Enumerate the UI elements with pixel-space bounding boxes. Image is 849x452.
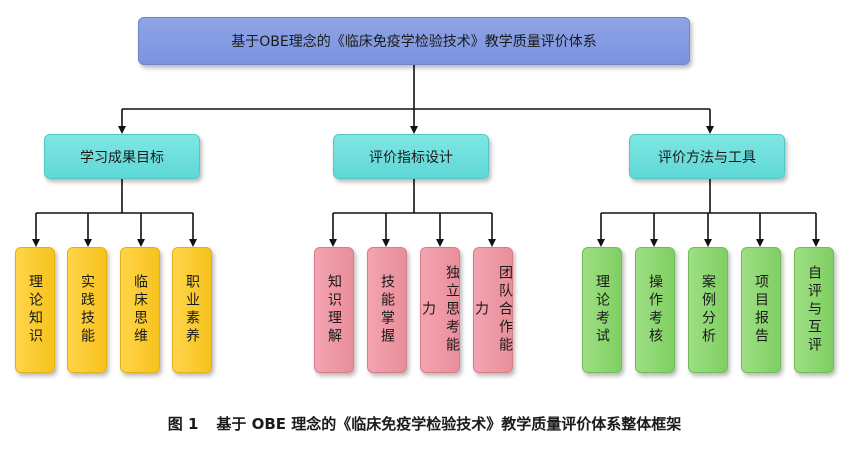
leaf-skill-mastery: 技能掌握 [367,247,407,373]
leaf-practical-skills: 实践技能 [67,247,107,373]
figure-caption-text: 基于 OBE 理念的《临床免疫学检验技术》教学质量评价体系整体框架 [216,414,682,433]
leaf-teamwork: 团队合作能力 [473,247,513,373]
figure-number: 图 1 [167,414,199,433]
leaf-operation-exam: 操作考核 [635,247,675,373]
category-indicator-design: 评价指标设计 [333,134,489,179]
leaf-knowledge-understanding: 知识理解 [314,247,354,373]
category-methods-tools: 评价方法与工具 [629,134,785,179]
category-learning-outcomes: 学习成果目标 [44,134,200,179]
root-node: 基于OBE理念的《临床免疫学检验技术》教学质量评价体系 [138,17,690,65]
figure-caption: 图 1 基于 OBE 理念的《临床免疫学检验技术》教学质量评价体系整体框架 [0,408,849,438]
leaf-project-report: 项目报告 [741,247,781,373]
leaf-professionalism: 职业素养 [172,247,212,373]
leaf-theory-knowledge: 理论知识 [15,247,55,373]
leaf-clinical-thinking: 临床思维 [120,247,160,373]
leaf-theory-exam: 理论考试 [582,247,622,373]
leaf-case-analysis: 案例分析 [688,247,728,373]
leaf-independent-thinking: 独立思考能力 [420,247,460,373]
leaf-self-peer-review: 自评与互评 [794,247,834,373]
